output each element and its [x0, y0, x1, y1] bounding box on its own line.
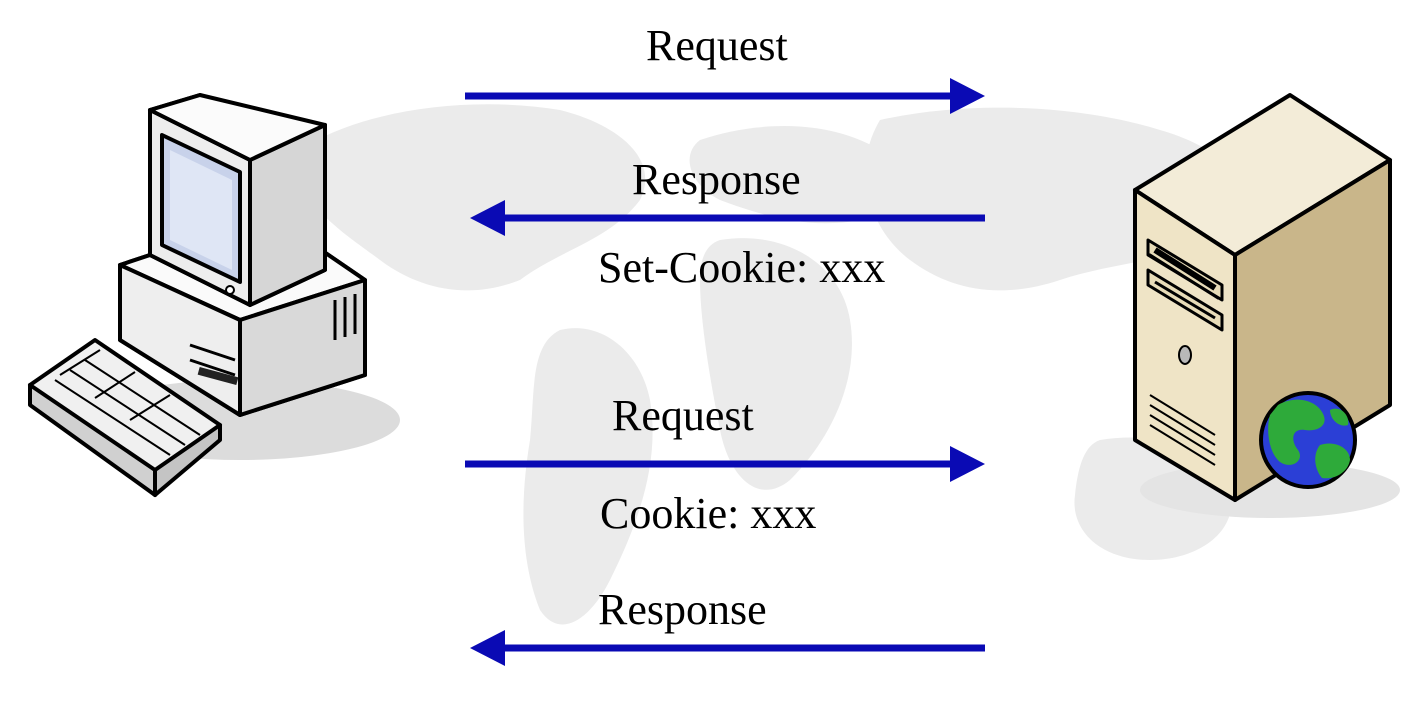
- message-3-header: Cookie: xxx: [600, 489, 817, 538]
- globe-icon: [1259, 391, 1357, 489]
- arrow-request-2: [465, 446, 985, 482]
- desktop-computer-icon: [28, 93, 400, 497]
- arrow-response-2: [470, 630, 985, 666]
- arrow-request-1: [465, 78, 985, 114]
- message-1-label: Request: [646, 21, 788, 70]
- message-3-label: Request: [612, 391, 754, 440]
- arrow-response-1: [470, 200, 985, 236]
- message-4-label: Response: [598, 585, 767, 634]
- world-map-background: [298, 104, 1242, 625]
- server-tower-globe-icon: [1133, 93, 1400, 518]
- message-2-header: Set-Cookie: xxx: [598, 243, 886, 292]
- arrows: [465, 78, 985, 666]
- message-2-label: Response: [632, 155, 801, 204]
